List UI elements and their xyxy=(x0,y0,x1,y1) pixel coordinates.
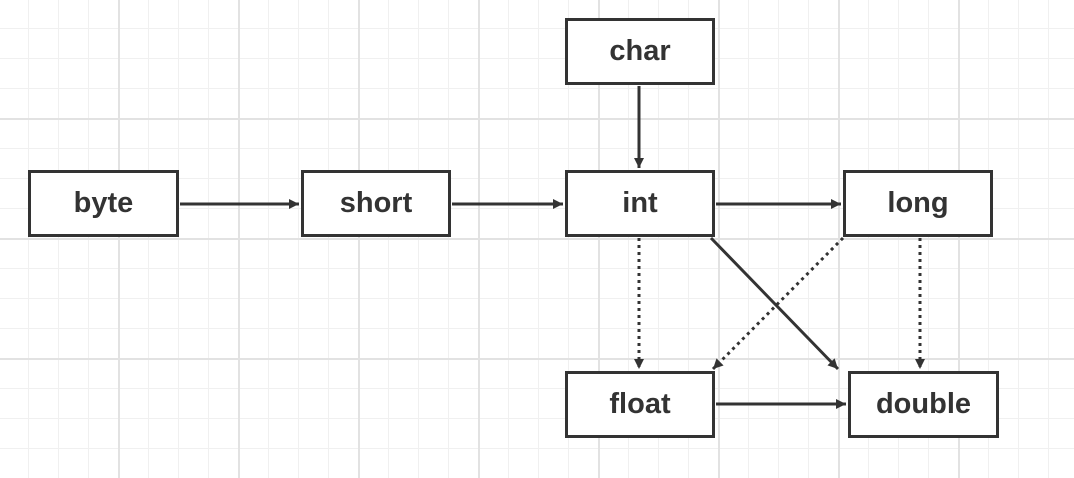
node-double-label: double xyxy=(875,388,972,420)
node-char: char xyxy=(565,18,715,85)
edge-int-to-double xyxy=(709,236,840,371)
edge-long-to-float xyxy=(711,236,845,371)
node-float-label: float xyxy=(609,388,671,420)
node-float: float xyxy=(565,371,715,438)
node-int: int xyxy=(565,170,715,237)
node-byte-label: byte xyxy=(73,187,134,219)
node-short-label: short xyxy=(339,187,413,219)
node-long: long xyxy=(843,170,993,237)
node-char-label: char xyxy=(609,35,671,67)
node-long-label: long xyxy=(887,187,949,219)
node-int-label: int xyxy=(622,187,658,219)
node-short: short xyxy=(301,170,451,237)
node-double: double xyxy=(848,371,999,438)
node-byte: byte xyxy=(28,170,179,237)
